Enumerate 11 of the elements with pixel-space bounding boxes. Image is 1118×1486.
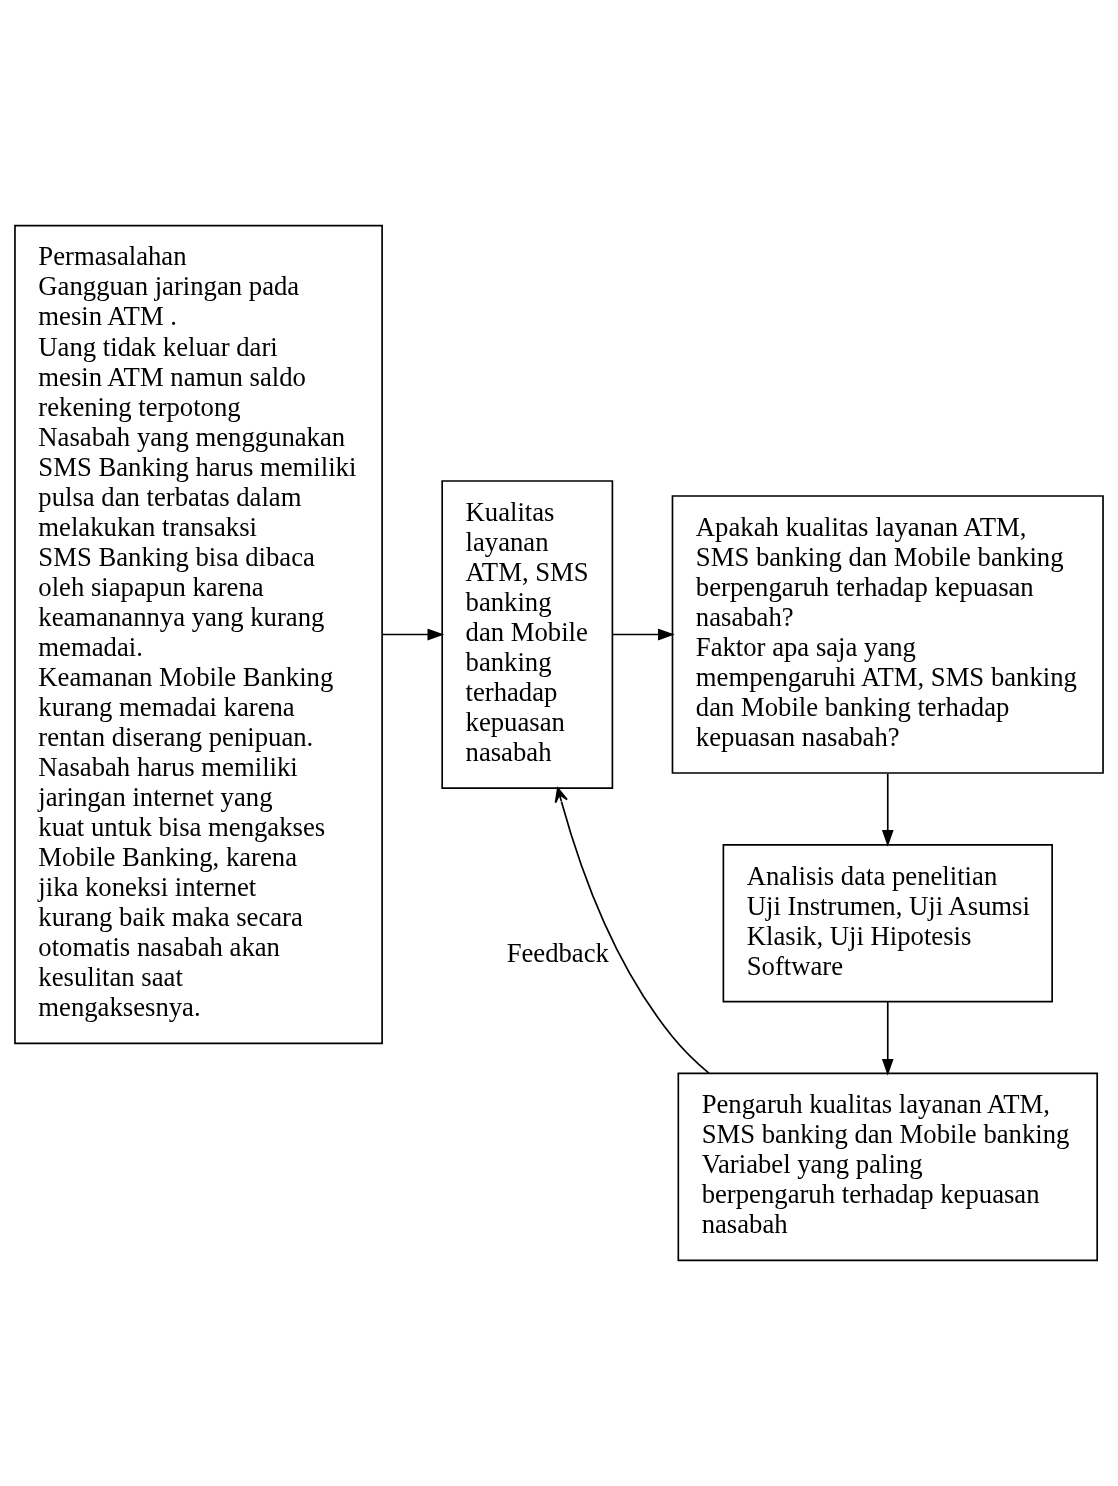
arrow (554, 787, 710, 1074)
edge-label: Feedback (506, 938, 609, 969)
node-box: Pengaruh kualitas layanan ATM, SMS banking dan Mobile banking Variabel yang paling berpengaruh terhadap kepuasan nasabah (677, 1072, 1098, 1262)
arrow (611, 628, 675, 641)
arrow (881, 1000, 894, 1076)
arrow (381, 628, 445, 641)
node-box: Permasalahan Gangguan jaringan pada mesin ATM . Uang tidak keluar dari mesin ATM namun saldo rekening terpotong Nasabah yang menggunakan SMS Banking harus memiliki pulsa dan terbatas dalam melakukan transaksi SMS Banking bisa dibaca oleh siapapun karena keamanannya yang kurang memadai. Keamanan Mobile Banking kurang memadai karena rentan diserang penipuan. Nasabah harus memiliki jaringan internet yang kuat untuk bisa mengakses Mobile Banking, karena jika koneksi internet kurang baik maka secara otomatis nasabah akan kesulitan saat mengaksesnya. (14, 224, 383, 1045)
node-box: Analisis data penelitian Uji Instrumen, Uji Asumsi Klasik, Uji Hipotesis Software (722, 843, 1053, 1003)
arrow (881, 773, 894, 847)
node-box: Apakah kualitas layanan ATM, SMS banking dan Mobile banking berpengaruh terhadap kepuasan nasabah? Faktor apa saja yang mempengaruhi ATM, SMS banking dan Mobile banking terhadap kepuasan nasabah? (671, 495, 1104, 774)
node-box: Kualitas layanan ATM, SMS banking dan Mobile banking terhadap kepuasan nasabah (441, 480, 614, 789)
